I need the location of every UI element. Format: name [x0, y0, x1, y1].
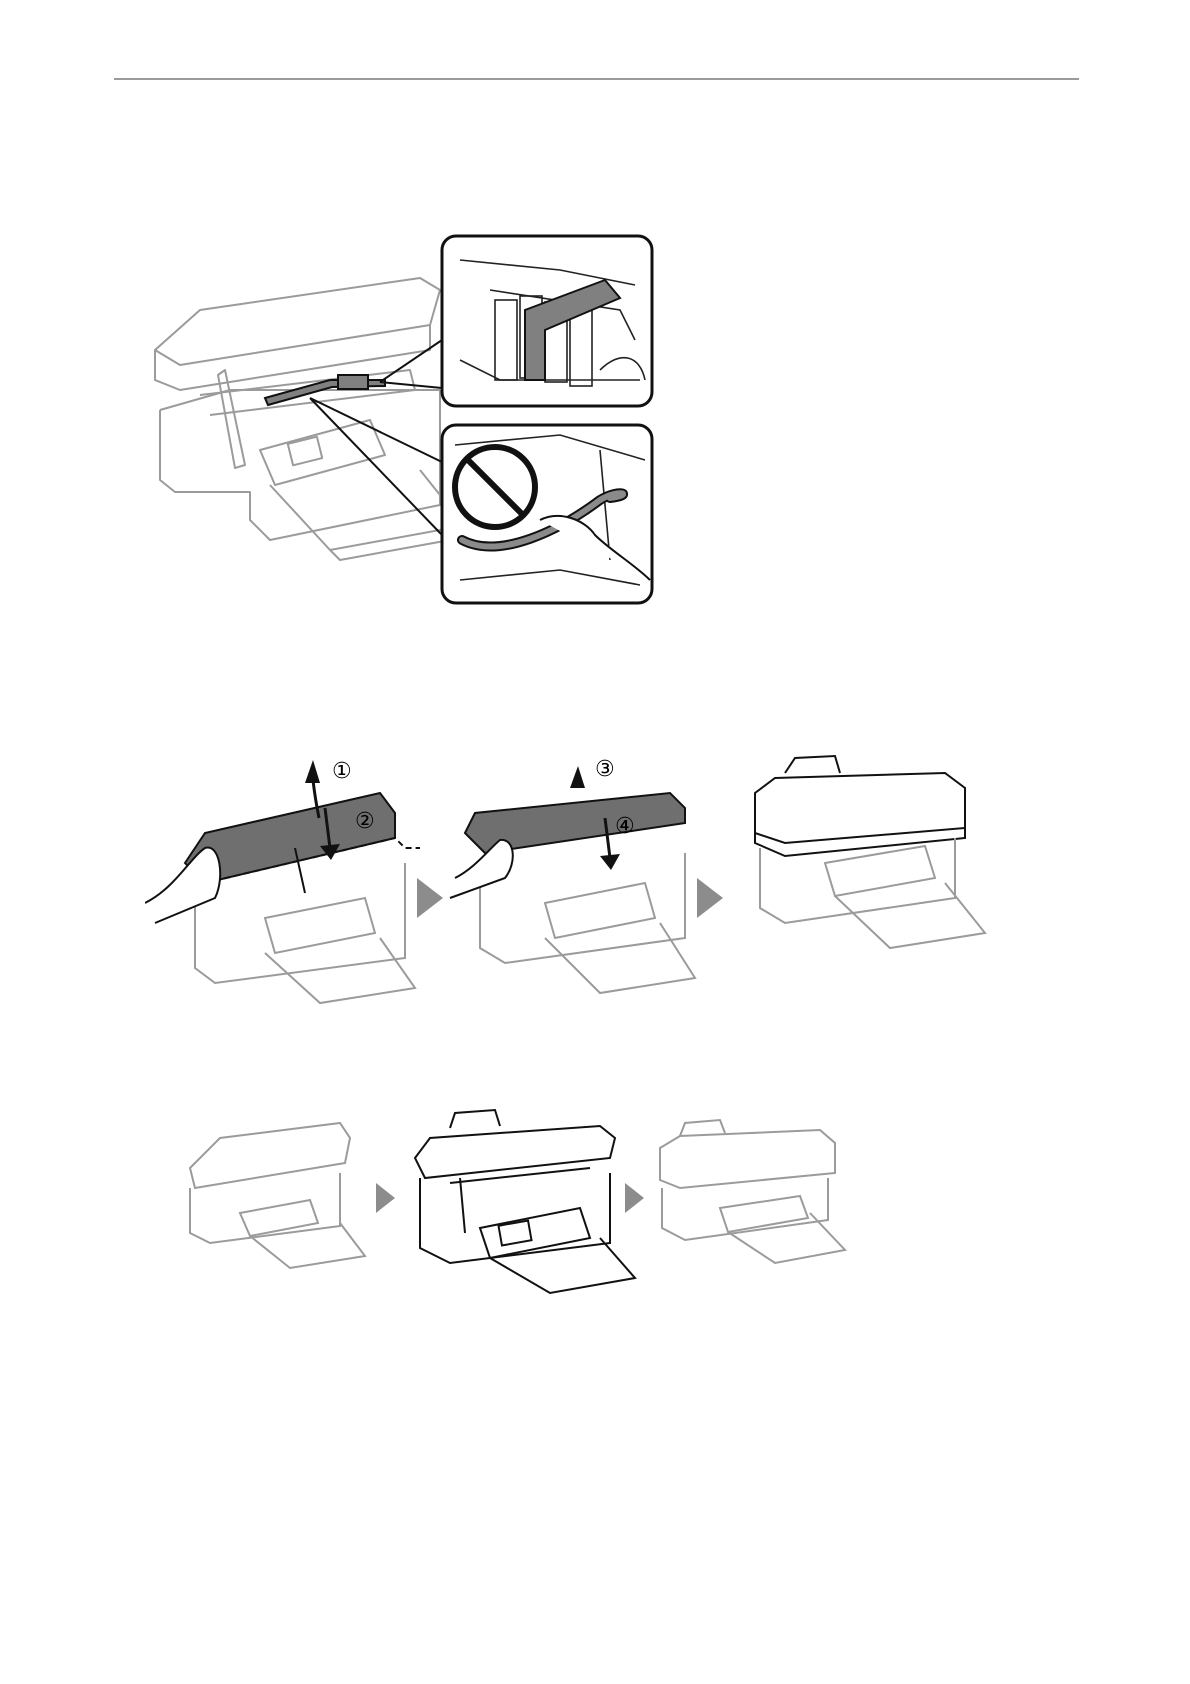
close-scanner-figure: ① ② ③ ④ [145, 738, 1000, 1008]
step-label-3: ③ [595, 757, 615, 782]
remove-tape-callout [442, 236, 652, 406]
sequence-illustration [180, 1108, 910, 1303]
prohibited-icon [455, 447, 535, 527]
step-label-4: ④ [615, 814, 635, 839]
next-step-arrow-icon [625, 1183, 644, 1213]
step-label-1: ① [332, 759, 352, 784]
next-step-arrow-icon [376, 1183, 395, 1213]
do-not-touch-callout [442, 425, 652, 603]
close-scanner-illustration: ① ② ③ ④ [145, 738, 1000, 1008]
header-rule [114, 78, 1079, 80]
tape-removal-figure [140, 230, 700, 610]
next-step-arrow-icon [697, 878, 723, 918]
step-label-2: ② [355, 809, 375, 834]
sequence-figure [180, 1108, 910, 1303]
tape-removal-illustration [140, 230, 700, 610]
next-step-arrow-icon [417, 878, 443, 918]
